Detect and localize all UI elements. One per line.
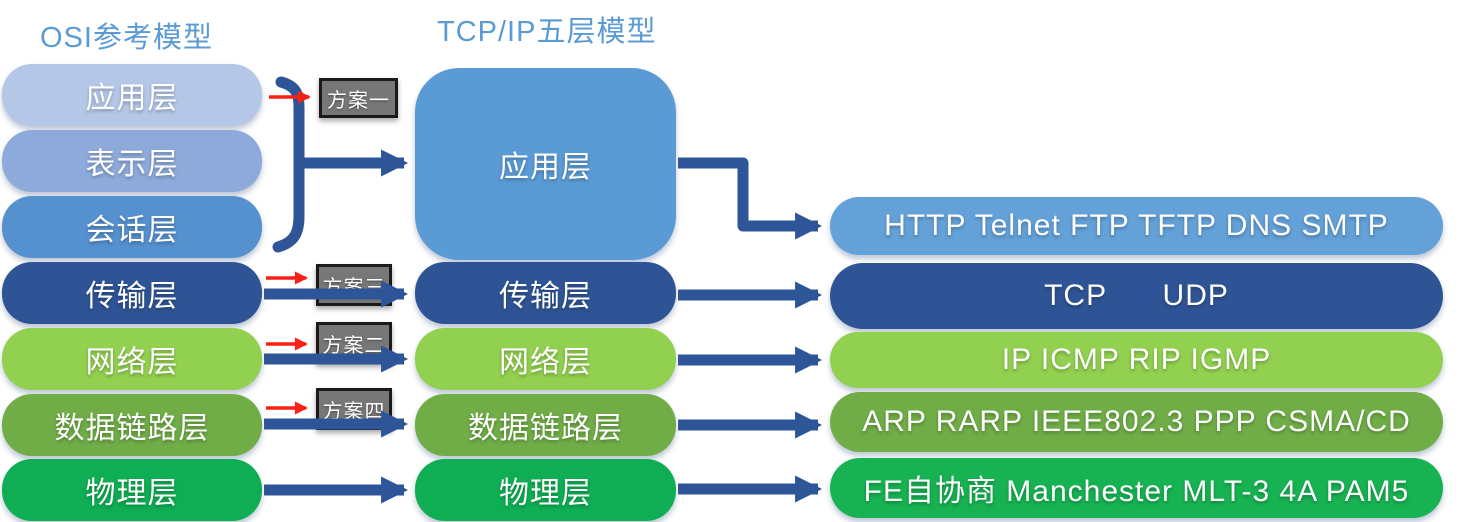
osi-layer-presentation-label: 表示层 [85, 148, 179, 181]
tcpip-layer-physical: 物理层 [415, 459, 676, 521]
protocols-datalink-label: ARP RARP IEEE802.3 PPP CSMA/CD [862, 405, 1411, 438]
osi-layer-network-label: 网络层 [85, 346, 179, 379]
protocols-transport-label: TCP UDP [1044, 279, 1229, 312]
tcpip-layer-application-label: 应用层 [499, 151, 592, 184]
brace-top-three-layers [272, 76, 305, 253]
protocols-network: IP ICMP RIP IGMP [830, 332, 1443, 388]
osi-layer-physical-label: 物理层 [85, 477, 179, 510]
tcpip-layer-network-label: 网络层 [499, 346, 592, 379]
tcpip-layer-network: 网络层 [415, 328, 676, 390]
tcpip-layer-application: 应用层 [415, 68, 676, 260]
osi-layer-application-label: 应用层 [85, 82, 179, 115]
tcpip-layer-datalink: 数据链路层 [415, 394, 676, 456]
protocols-application-label: HTTP Telnet FTP TFTP DNS SMTP [884, 209, 1389, 242]
protocols-datalink: ARP RARP IEEE802.3 PPP CSMA/CD [830, 392, 1443, 452]
osi-layer-datalink: 数据链路层 [2, 394, 262, 456]
osi-layer-session: 会话层 [2, 196, 262, 258]
tcpip-layer-transport-label: 传输层 [499, 280, 592, 313]
protocols-transport: TCP UDP [830, 263, 1443, 329]
osi-column-title: OSI参考模型 [40, 22, 213, 54]
osi-layer-physical: 物理层 [2, 459, 262, 521]
osi-layer-datalink-label: 数据链路层 [54, 412, 210, 445]
tcpip-layer-datalink-label: 数据链路层 [468, 412, 623, 445]
protocols-application: HTTP Telnet FTP TFTP DNS SMTP [830, 197, 1443, 255]
protocols-network-label: IP ICMP RIP IGMP [1001, 343, 1272, 376]
plan-badge-4-label: 方案四 [322, 400, 386, 423]
osi-layer-network: 网络层 [2, 328, 262, 390]
protocols-physical-label: FE自协商 Manchester MLT-3 4A PAM5 [863, 475, 1410, 508]
protocols-physical: FE自协商 Manchester MLT-3 4A PAM5 [830, 458, 1443, 518]
tcpip-layer-physical-label: 物理层 [499, 477, 592, 510]
osi-layer-application: 应用层 [2, 64, 262, 126]
arrow-application-to-protocols [678, 157, 823, 240]
tcpip-layer-transport: 传输层 [415, 262, 676, 324]
plan-badge-1: 方案一 [319, 78, 398, 118]
osi-layer-presentation: 表示层 [2, 130, 262, 192]
osi-layer-transport: 传输层 [2, 262, 262, 324]
plan-badge-1-label: 方案一 [327, 89, 390, 112]
plan-badge-2-label: 方案二 [322, 334, 386, 357]
osi-layer-transport-label: 传输层 [85, 280, 179, 313]
tcpip-column-title: TCP/IP五层模型 [437, 16, 657, 48]
osi-layer-session-label: 会话层 [85, 214, 179, 247]
